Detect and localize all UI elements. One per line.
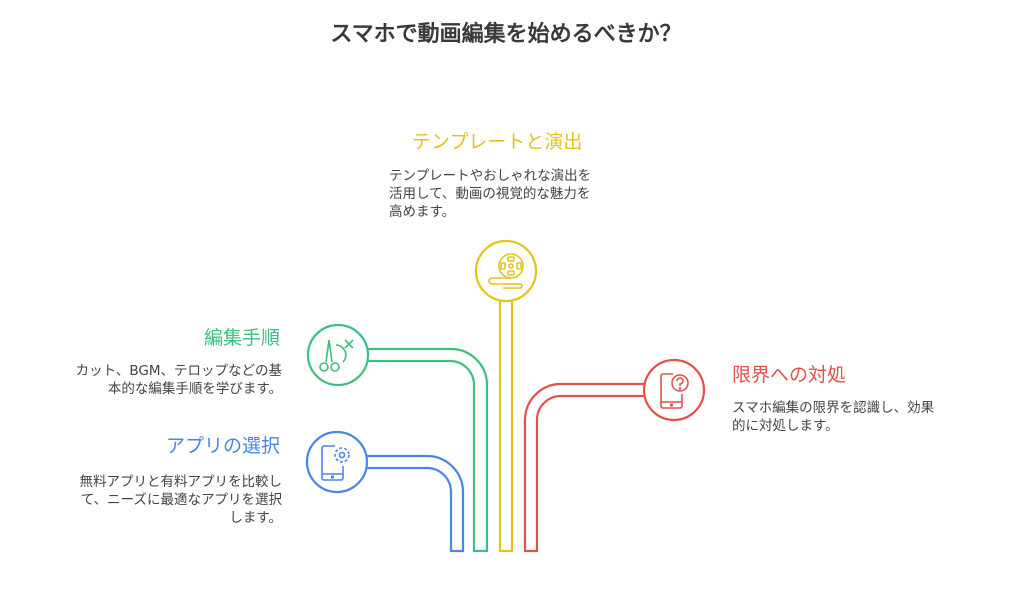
- yellow-node: [474, 239, 538, 303]
- green-branch: [306, 323, 489, 553]
- description-line: します。: [229, 510, 282, 526]
- yellow-branch: [474, 239, 538, 553]
- template-heading: テンプレートと演出: [412, 131, 583, 153]
- diagram-title: スマホで動画編集を始めるべきか？: [330, 22, 682, 47]
- blue-pipe: [367, 454, 465, 553]
- description-line: 本的な編集手順を学びます。: [107, 381, 282, 397]
- limits-description: スマホ編集の限界を認識し、効果 的に対処します。: [732, 399, 934, 435]
- description-line: 高めます。: [389, 204, 456, 220]
- description-line: て、ニーズに最適なアプリを選択: [80, 492, 282, 508]
- description-line: テンプレートやおしゃれな演出を: [389, 168, 592, 184]
- app-description: 無料アプリと有料アプリを比較し て、ニーズに最適なアプリを選択 します。: [80, 473, 283, 527]
- blue-node: [305, 430, 369, 494]
- red-branch: [523, 358, 706, 553]
- description-line: 活用して、動画の視覚的な魅力を: [389, 186, 591, 202]
- phone-question-icon: [660, 373, 689, 409]
- description-line: カット、BGM、テロップなどの基: [75, 363, 282, 379]
- blue-branch: [305, 430, 465, 553]
- yellow-pipe: [498, 301, 514, 553]
- film-reel-icon: [488, 253, 524, 289]
- green-node: [306, 323, 370, 387]
- steps-heading: 編集手順: [203, 327, 280, 349]
- phone-settings-icon: [321, 445, 350, 481]
- red-pipe: [523, 382, 644, 553]
- red-node: [642, 358, 706, 422]
- limits-heading: 限界への対処: [732, 364, 847, 386]
- app-heading: アプリの選択: [165, 435, 280, 457]
- description-line: 的に対処します。: [732, 418, 839, 434]
- scissors-cut-icon: [319, 339, 354, 372]
- steps-description: カット、BGM、テロップなどの基 本的な編集手順を学びます。: [76, 362, 282, 398]
- description-line: 無料アプリと有料アプリを比較し: [79, 474, 283, 490]
- template-description: テンプレートやおしゃれな演出を 活用して、動画の視覚的な魅力を 高めます。: [389, 167, 591, 221]
- description-line: スマホ編集の限界を認識し、効果: [732, 400, 935, 416]
- green-pipe: [368, 347, 489, 553]
